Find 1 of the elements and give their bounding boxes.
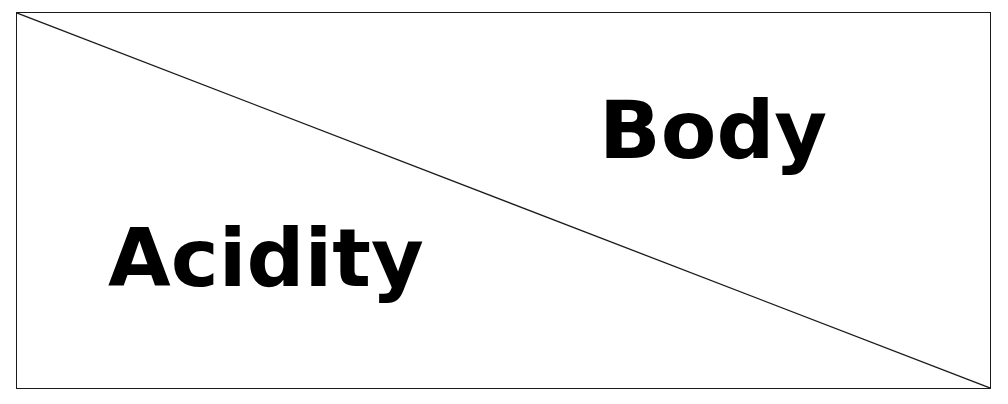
diagonal-split-box: [16, 12, 991, 389]
